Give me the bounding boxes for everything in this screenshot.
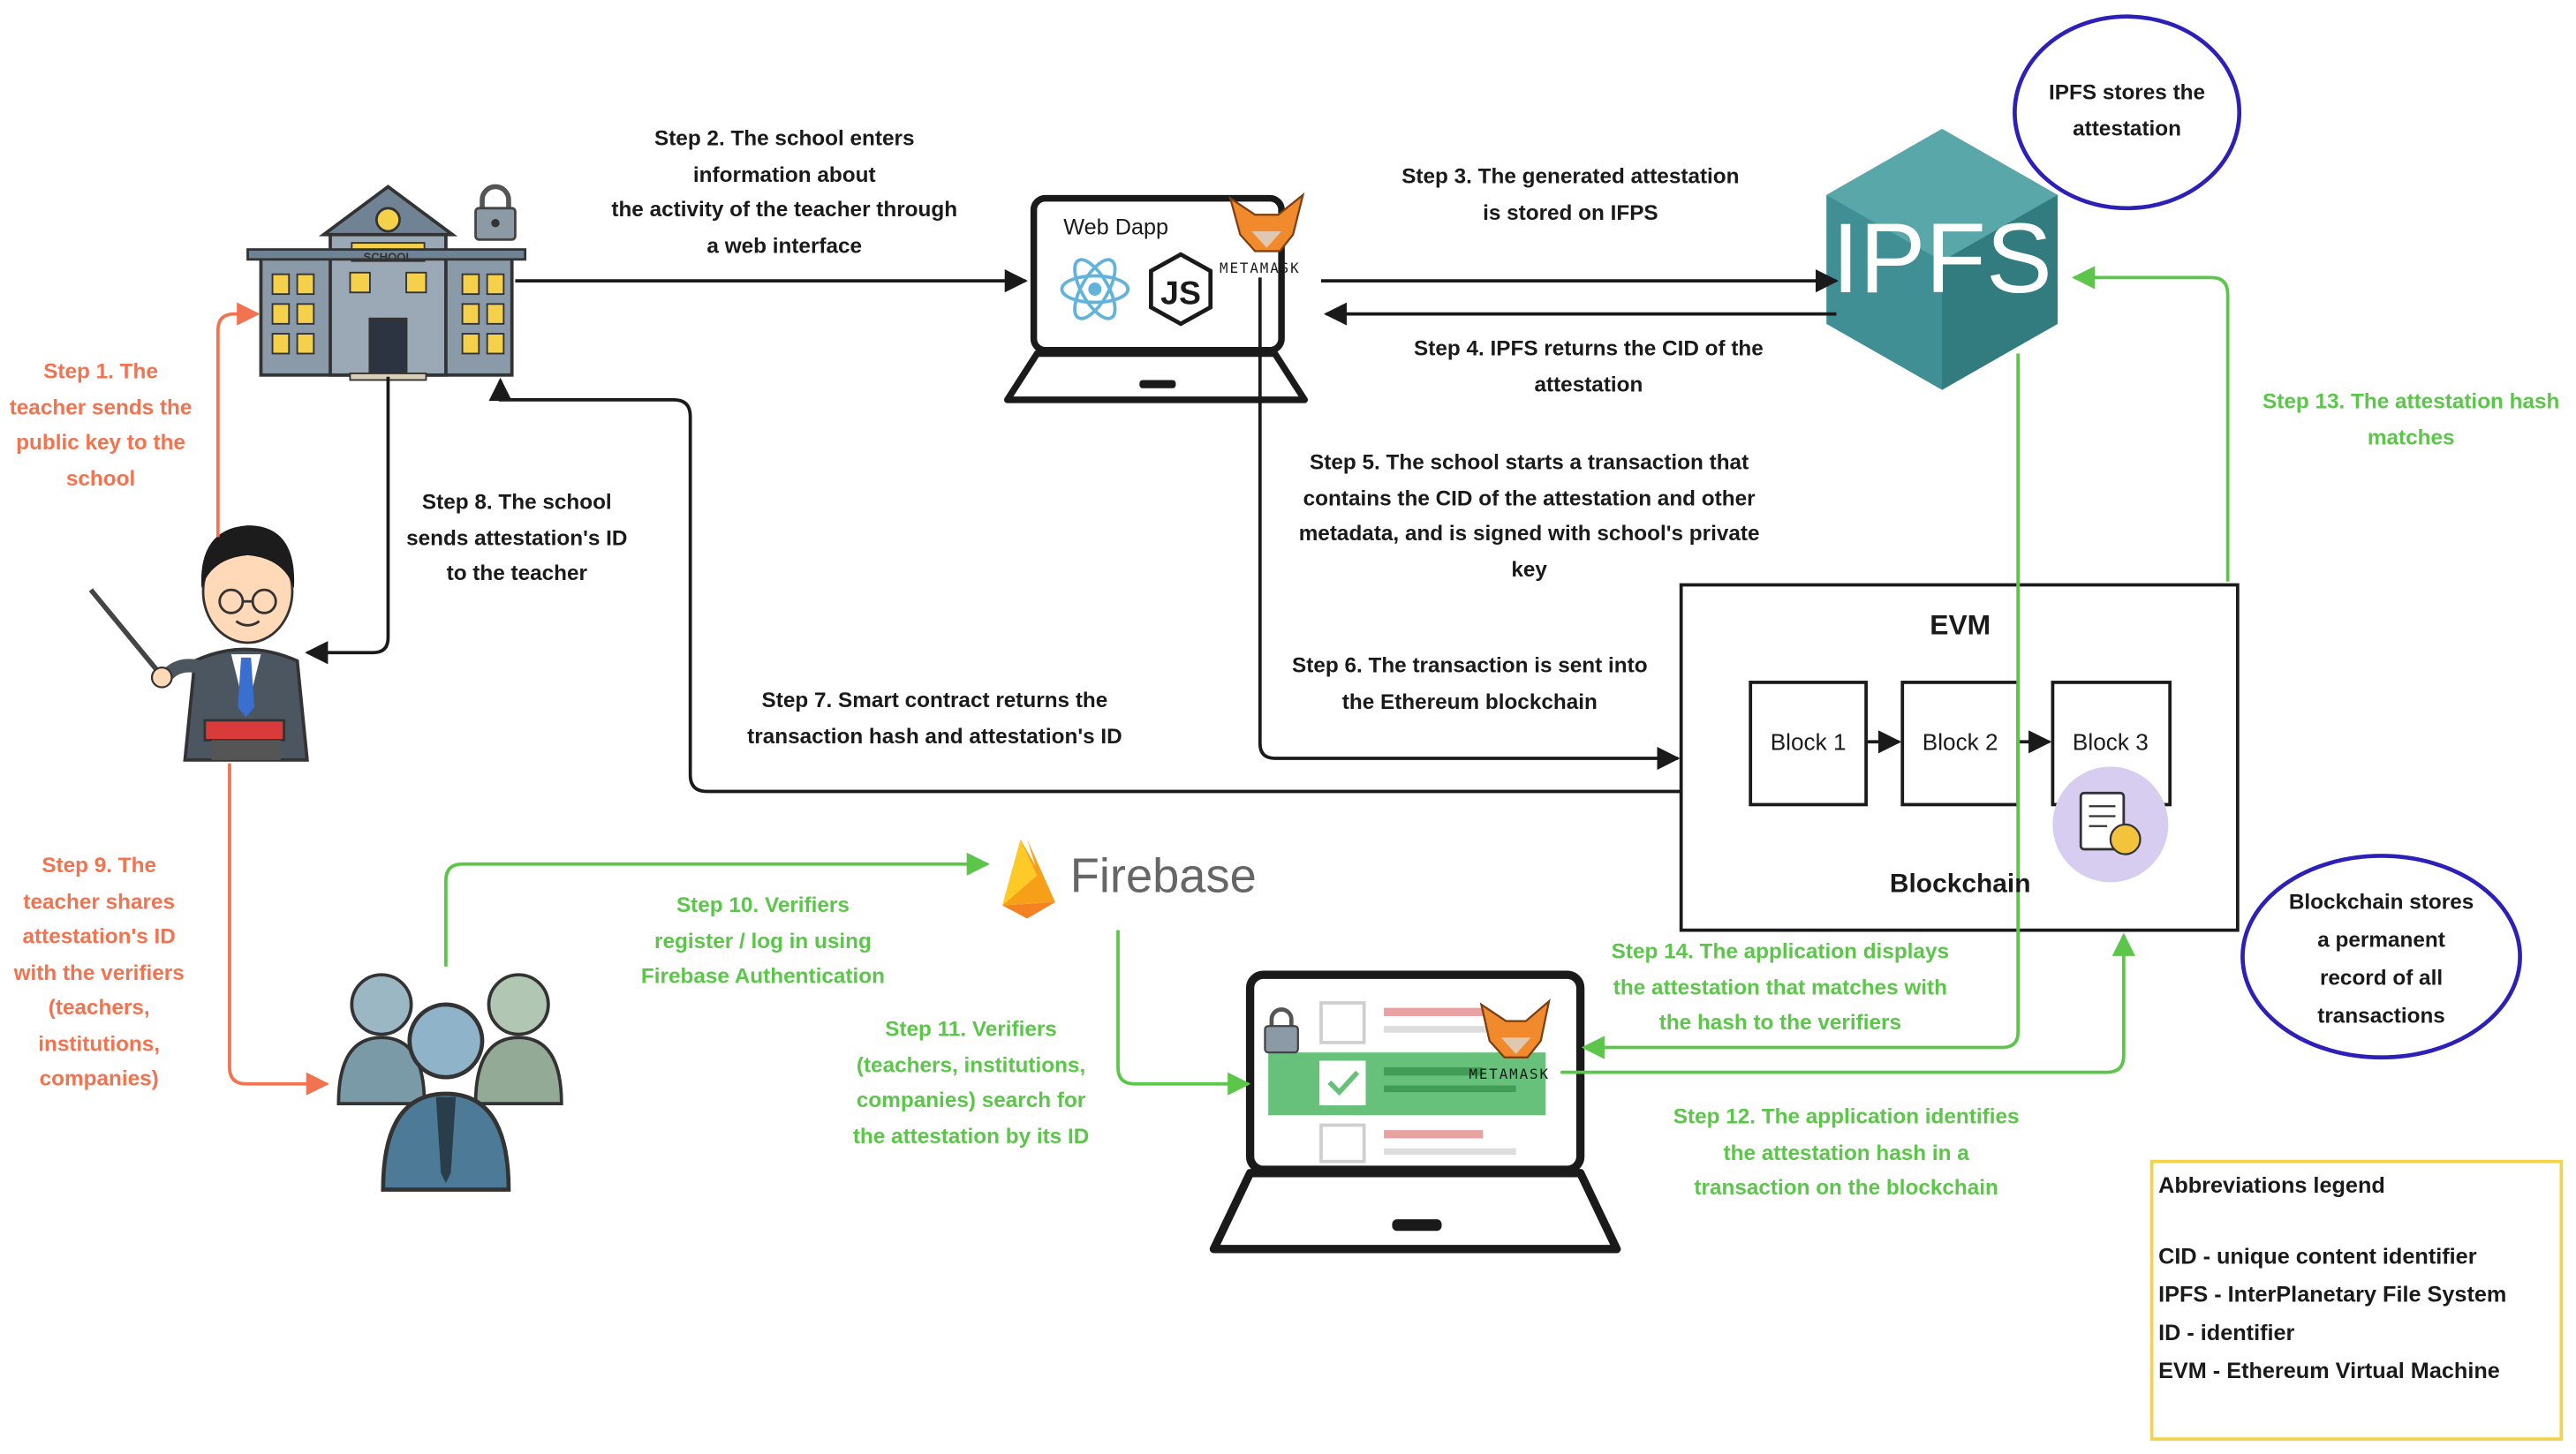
legend-item-evm: EVM - Ethereum Virtual Machine (2158, 1358, 2500, 1383)
step4-label: Step 4. IPFS returns the CID of the atte… (1414, 335, 1764, 396)
metamask-label: METAMASK (1220, 260, 1300, 276)
ipfs-to-app-arrow (1581, 353, 2021, 1059)
legend-title: Abbreviations legend (2158, 1172, 2385, 1198)
firebase-to-app-arrow (1116, 930, 1251, 1096)
step8-label: Step 8. The school sends attestation's I… (406, 488, 628, 585)
webdapp-label: Web Dapp (1063, 215, 1168, 240)
school-building-icon (246, 185, 527, 381)
block-1-label: Block 1 (1771, 729, 1847, 756)
firebase-flame-icon (1002, 839, 1055, 919)
block-1-box (1749, 681, 1868, 807)
step14-label: Step 14. The application displays the at… (1611, 938, 1950, 1035)
blockchain-note-text: Blockchain stores a permanent record of … (2288, 888, 2474, 1028)
step3-label: Step 3. The generated attestation is sto… (1401, 163, 1740, 224)
verifiers-to-firebase-arrow (444, 852, 990, 967)
block-2-label: Block 2 (1923, 729, 1998, 756)
evm-title: EVM (1930, 609, 1991, 641)
step5-label: Step 5. The school starts a transaction … (1298, 449, 1760, 581)
verifier-metamask-fox-icon (1479, 998, 1551, 1058)
legend-item-ipfs: IPFS - InterPlanetary File System (2158, 1282, 2507, 1307)
attestation-document-icon (2052, 766, 2169, 883)
teacher-to-school-arrow (215, 302, 261, 538)
verifiers-group-icon (336, 973, 563, 1192)
legend-item-cid: CID - unique content identifier (2158, 1244, 2477, 1269)
step2-label: Step 2. The school enters information ab… (611, 125, 958, 258)
svg-text:JS: JS (1160, 274, 1201, 311)
verifier-metamask-label: METAMASK (1469, 1066, 1549, 1082)
step9-label: Step 9. The teacher shares attestation's… (13, 852, 185, 1091)
step7-label: Step 7. Smart contract returns the trans… (747, 687, 1122, 748)
school-to-teacher-arrow (305, 376, 390, 665)
firebase-label: Firebase (1070, 850, 1257, 903)
verifier-lock-icon (1264, 1007, 1299, 1054)
school-sign-text: SCHOOL (363, 251, 412, 264)
step10-label: Step 10. Verifiers register / log in usi… (640, 892, 885, 989)
blockchain-label: Blockchain (1890, 870, 2031, 899)
blockchain-to-school-arrow (488, 377, 1681, 794)
react-icon (1060, 258, 1130, 320)
teacher-to-verifiers-arrow (228, 763, 329, 1096)
ipfs-note-circle (2013, 14, 2242, 211)
step11-label: Step 11. Verifiers (teachers, institutio… (852, 1015, 1090, 1148)
teacher-icon (88, 525, 309, 762)
legend-item-id: ID - identifier (2158, 1320, 2295, 1345)
ipfs-note-text: IPFS stores the attestation (2049, 79, 2206, 140)
app-to-blockchain-arrow (1560, 932, 2135, 1074)
step6-label: Step 6. The transaction is sent into the… (1292, 652, 1648, 713)
school-lock-icon (474, 184, 517, 241)
evm-box (1679, 583, 2240, 932)
step12-label: Step 12. The application identifies the … (1673, 1104, 2020, 1200)
ipfs-logo-text: IPFS (1832, 202, 2051, 313)
nodejs-icon: JS (1149, 252, 1213, 327)
step1-label: Step 1. The teacher sends the public key… (9, 358, 193, 490)
block-3-label: Block 3 (2073, 729, 2149, 756)
blockchain-note-circle (2240, 854, 2522, 1060)
webdapp-to-blockchain-arrow (1258, 277, 1681, 771)
step13-label: Step 13. The attestation hash matches (2262, 388, 2560, 449)
block-2-box (1900, 681, 2021, 807)
blockchain-to-ipfs-arrow (2072, 266, 2230, 582)
metamask-fox-icon (1228, 192, 1305, 252)
abbreviations-legend: Abbreviations legend CID - unique conten… (2149, 1159, 2564, 1441)
